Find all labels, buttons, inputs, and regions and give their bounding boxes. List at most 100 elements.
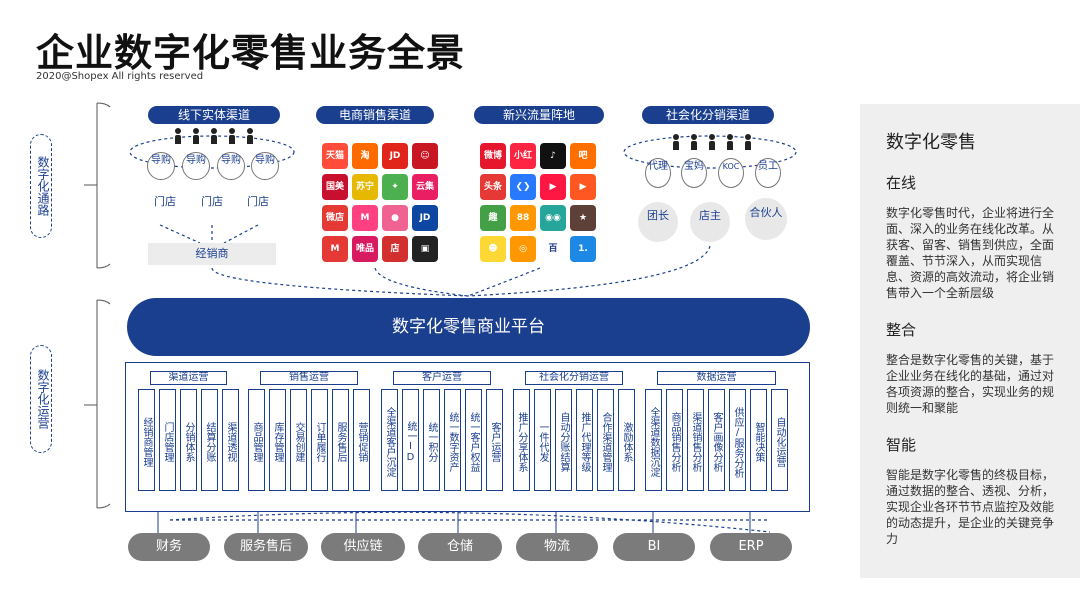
ops-item: 合作渠道管理: [597, 389, 614, 491]
app-icon: ●: [382, 205, 408, 231]
bottom-item-logistics: 物流: [516, 533, 598, 561]
baidu-icon: 百: [540, 236, 566, 262]
channel-pill-offline: 线下实体渠道: [148, 106, 280, 124]
guide-circle: 导购: [147, 152, 175, 180]
channel-pill-ecommerce: 电商销售渠道: [316, 106, 434, 124]
ops-group-label: 销售运营: [260, 371, 358, 385]
bottom-item-supply-chain: 供应链: [321, 533, 405, 561]
ops-item: 结算分账: [201, 389, 218, 491]
ops-item: 全渠道数据沉淀: [645, 389, 662, 491]
ops-item: 客户画像分析: [708, 389, 725, 491]
role-circle: 宝妈: [681, 158, 707, 188]
side-panel: 数字化零售 在线 数字化零售时代，企业将进行全面、深入的业务在线化改革。从获客、…: [860, 104, 1080, 578]
ops-item: 统一数字资产: [444, 389, 461, 491]
channel-pill-social: 社会化分销渠道: [642, 106, 774, 124]
ops-group-label: 数据运营: [657, 371, 776, 385]
ops-item: 一件代发: [534, 389, 551, 491]
group-circle: 店主: [690, 202, 730, 242]
app-icon: ◎: [510, 236, 536, 262]
operations-side-label: 数字化运营: [30, 345, 52, 453]
store-label: 门店: [247, 195, 269, 208]
ops-item: 自动分账结算: [555, 389, 572, 491]
store-icon: 店: [382, 236, 408, 262]
operations-box: [125, 362, 810, 512]
ops-item: 统一ID: [402, 389, 419, 491]
side-section-title: 在线: [886, 174, 917, 192]
ops-item: 分销体系: [180, 389, 197, 491]
app-icon: ❮❯: [510, 174, 536, 200]
app-icon: ✦: [382, 174, 408, 200]
role-circle: KOC: [718, 158, 744, 188]
ops-item: 供应/服务分析: [729, 389, 746, 491]
operations-groups: 渠道运营经销商管理门店管理分销体系结算分账渠道透视销售运营商品管理库存管理交易创…: [125, 362, 810, 512]
group-circle: 合伙人: [745, 198, 787, 240]
app-icon: JD: [412, 205, 438, 231]
ops-item: 智能决策: [750, 389, 767, 491]
weibo-icon: 微博: [480, 143, 506, 169]
bottom-item-bi: BI: [613, 533, 695, 561]
mogu-icon: M: [352, 205, 378, 231]
role-circle: 代理: [645, 158, 671, 188]
app-icon: ☻: [480, 236, 506, 262]
jd-icon: JD: [382, 143, 408, 169]
app-icon: 吧: [570, 143, 596, 169]
ops-item: 推广分享体系: [513, 389, 530, 491]
ops-item: 交易创建: [290, 389, 307, 491]
suning-icon: 苏宁: [352, 174, 378, 200]
channel-pill-traffic: 新兴流量阵地: [474, 106, 604, 124]
ops-item: 库存管理: [269, 389, 286, 491]
side-section-text: 数字化零售时代，企业将进行全面、深入的业务在线化改革。从获客、留客、销售到供应，…: [886, 206, 1055, 300]
app-icon: ◉◉: [540, 205, 566, 231]
ops-item: 客户运营: [486, 389, 503, 491]
app-icon: 1.: [570, 236, 596, 262]
app-icon: 88: [510, 205, 536, 231]
jumei-icon: M: [322, 236, 348, 262]
app-icon: 小红: [510, 143, 536, 169]
bottom-item-finance: 财务: [128, 533, 210, 561]
guide-circle: 导购: [182, 152, 210, 180]
group-circle: 团长: [638, 202, 678, 242]
kuaishou-icon: ▶: [570, 174, 596, 200]
ops-item: 统一积分: [423, 389, 440, 491]
role-circle: 员工: [755, 158, 781, 188]
ops-item: 渠道销售分析: [687, 389, 704, 491]
people-group-icon: [672, 134, 752, 152]
channels-side-label: 数字化通路: [30, 134, 52, 238]
vip-icon: 唯品: [352, 236, 378, 262]
side-heading: 数字化零售: [886, 132, 976, 153]
app-icon: ▣: [412, 236, 438, 262]
guide-circle: 导购: [217, 152, 245, 180]
ops-item: 门店管理: [159, 389, 176, 491]
bottom-item-erp: ERP: [710, 533, 792, 561]
page-title: 企业数字化零售业务全景: [36, 31, 466, 75]
side-section-text: 整合是数字化零售的关键，基于企业业务在线化的基础，通过对各项资源的整合，实现业务…: [886, 353, 1055, 415]
ops-item: 推广代理等级: [576, 389, 593, 491]
ops-item: 服务售后: [332, 389, 349, 491]
bottom-item-after-sales: 服务售后: [224, 533, 308, 561]
side-section-title: 智能: [886, 436, 917, 454]
distributor-box: 经销商: [148, 243, 276, 265]
app-icon: 趣: [480, 205, 506, 231]
copyright: 2020@Shopex All rights reserved: [36, 71, 204, 82]
side-section-text: 智能是数字化零售的终极目标，通过数据的整合、透视、分析，实现企业各环节节点监控及…: [886, 468, 1055, 546]
app-icon: ★: [570, 205, 596, 231]
ops-group-label: 客户运营: [393, 371, 491, 385]
people-group-icon: [174, 128, 254, 146]
ops-group-label: 渠道运营: [150, 371, 227, 385]
platform-bar: 数字化零售商业平台: [127, 298, 810, 356]
taobao-icon: 淘: [352, 143, 378, 169]
ops-item: 经销商管理: [138, 389, 155, 491]
guide-circle: 导购: [251, 152, 279, 180]
tmall-icon: 天猫: [322, 143, 348, 169]
gome-icon: 国美: [322, 174, 348, 200]
app-icon: 微店: [322, 205, 348, 231]
bottom-item-warehouse: 仓储: [418, 533, 502, 561]
toutiao-icon: 头条: [480, 174, 506, 200]
ops-item: 订单履行: [311, 389, 328, 491]
ops-item: 全渠道客户沉淀: [381, 389, 398, 491]
store-label: 门店: [201, 195, 223, 208]
ops-group-label: 社会化分销运营: [525, 371, 623, 385]
